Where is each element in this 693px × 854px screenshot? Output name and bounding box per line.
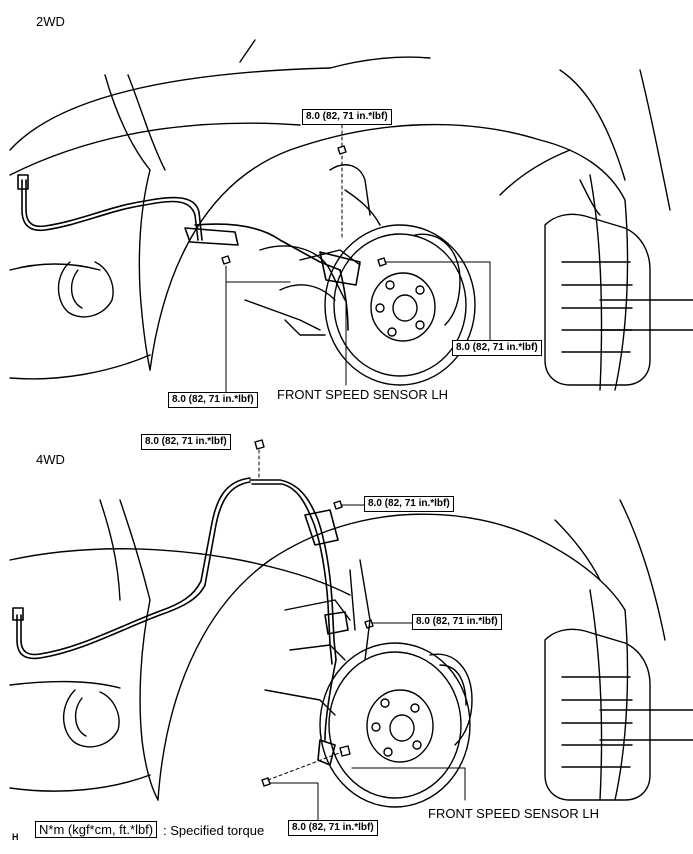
torque-callout: 8.0 (82, 71 in.*lbf) [364, 496, 454, 512]
top-bolts [221, 145, 387, 267]
bottom-mudflap [544, 628, 651, 801]
torque-callout: 8.0 (82, 71 in.*lbf) [302, 109, 392, 125]
torque-callout: 8.0 (82, 71 in.*lbf) [141, 434, 231, 450]
sensor-label: FRONT SPEED SENSOR LH [277, 387, 448, 402]
top-leaders [225, 124, 491, 393]
top-wheel-arch [149, 123, 629, 391]
bottom-vehicle-body [9, 499, 693, 801]
bottom-wheel-arch [157, 513, 629, 801]
legend-description: : Specified torque [163, 823, 265, 838]
sensor-label: FRONT SPEED SENSOR LH [428, 806, 599, 821]
top-suspension [244, 164, 381, 336]
torque-callout: 8.0 (82, 71 in.*lbf) [452, 340, 542, 356]
torque-callout: 8.0 (82, 71 in.*lbf) [288, 820, 378, 836]
torque-callout: 8.0 (82, 71 in.*lbf) [412, 614, 502, 630]
bottom-leaders [258, 449, 466, 821]
torque-callout: 8.0 (82, 71 in.*lbf) [168, 392, 258, 408]
bottom-bolts [254, 439, 374, 787]
top-sensor-harness [17, 174, 361, 331]
bottom-suspension [264, 559, 371, 716]
top-vehicle-body [9, 39, 693, 380]
corner-mark: H [12, 832, 19, 842]
section-title-2wd: 2WD [36, 14, 65, 29]
top-brake-disc [324, 224, 476, 386]
bottom-sensor-harness [12, 477, 349, 766]
legend-unit-box: N*m (kgf*cm, ft.*lbf) [35, 821, 158, 838]
top-mudflap [544, 179, 651, 386]
section-title-4wd: 4WD [36, 452, 65, 467]
bottom-brake-disc [319, 642, 473, 808]
